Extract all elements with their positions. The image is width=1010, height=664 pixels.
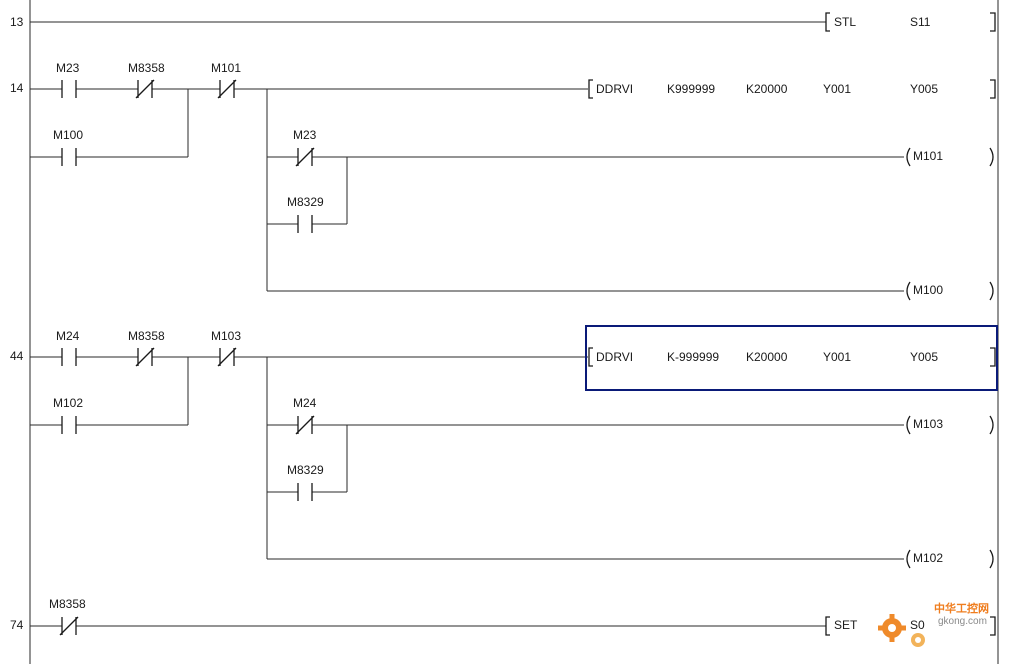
- rung-44[interactable]: 44 M24 M8358 M103 M102 DDRVI: [10, 325, 998, 569]
- watermark-en: gkong.com: [938, 616, 987, 627]
- contact-nc-m23[interactable]: M23: [293, 128, 317, 167]
- contact-nc-m101[interactable]: M101: [211, 61, 241, 99]
- instruction-operand: S0: [910, 618, 925, 632]
- contact-no-m100[interactable]: M100: [53, 128, 83, 166]
- contact-no-m23[interactable]: M23: [56, 61, 80, 98]
- instruction-operand: S11: [910, 15, 931, 29]
- coil-m101[interactable]: M101: [906, 147, 994, 167]
- contact-label: M8358: [128, 61, 165, 75]
- contact-label: M103: [211, 329, 241, 343]
- instruction-set[interactable]: SET S0: [825, 616, 996, 636]
- contact-no-m8329[interactable]: M8329: [287, 463, 324, 501]
- contact-label: M8329: [287, 463, 324, 477]
- contact-nc-m24[interactable]: M24: [293, 396, 317, 435]
- instruction-operand: Y001: [823, 350, 851, 364]
- coil-label: M102: [913, 551, 943, 565]
- contact-label: M100: [53, 128, 83, 142]
- coil-label: M103: [913, 417, 943, 431]
- rung-14[interactable]: 14 M23 M8358 M101 M100: [10, 61, 996, 301]
- selection-cursor: [585, 325, 998, 391]
- contact-label: M8358: [49, 597, 86, 611]
- contact-label: M8358: [128, 329, 165, 343]
- contact-label: M23: [293, 128, 317, 142]
- instruction-ddrvi[interactable]: DDRVI K999999 K20000 Y001 Y005: [588, 79, 996, 99]
- gear-icon: [878, 614, 906, 642]
- instruction-ddrvi-selected[interactable]: DDRVI K-999999 K20000 Y001 Y005: [585, 325, 998, 391]
- instruction-name: DDRVI: [596, 82, 633, 96]
- instruction-operand: K-999999: [667, 350, 719, 364]
- coil-m100[interactable]: M100: [906, 281, 994, 301]
- contact-no-m8329[interactable]: M8329: [287, 195, 324, 233]
- contact-nc-m8358[interactable]: M8358: [128, 329, 165, 367]
- contact-no-m24[interactable]: M24: [56, 329, 80, 366]
- contact-label: M23: [56, 61, 80, 75]
- contact-no-m102[interactable]: M102: [53, 396, 83, 434]
- contact-label: M101: [211, 61, 241, 75]
- coil-m102[interactable]: M102: [906, 549, 994, 569]
- watermark: 中华工控网 gkong.com: [878, 600, 998, 640]
- rung-74[interactable]: 74 M8358 SET S0: [10, 597, 996, 636]
- contact-label: M24: [56, 329, 80, 343]
- instruction-name: DDRVI: [596, 350, 633, 364]
- contact-nc-m8358[interactable]: M8358: [49, 597, 86, 636]
- instruction-operand: Y001: [823, 82, 851, 96]
- step-number: 13: [10, 15, 24, 29]
- contact-label: M8329: [287, 195, 324, 209]
- instruction-stl: STL: [834, 15, 856, 29]
- instruction-operand: Y005: [910, 82, 938, 96]
- rung-13[interactable]: 13 STL S11: [10, 12, 996, 32]
- instruction-operand: K999999: [667, 82, 715, 96]
- contact-nc-m103[interactable]: M103: [211, 329, 241, 367]
- instruction-operand: K20000: [746, 82, 788, 96]
- coil-m103[interactable]: M103: [906, 415, 994, 435]
- coil-label: M101: [913, 149, 943, 163]
- contact-label: M24: [293, 396, 317, 410]
- step-number: 44: [10, 349, 24, 363]
- step-number: 74: [10, 618, 24, 632]
- watermark-cn: 中华工控网: [934, 602, 989, 615]
- gear-icon: [911, 633, 925, 647]
- step-number: 14: [10, 81, 24, 95]
- instruction-operand: K20000: [746, 350, 788, 364]
- contact-nc-m8358[interactable]: M8358: [128, 61, 165, 99]
- coil-label: M100: [913, 283, 943, 297]
- instruction-name: SET: [834, 618, 858, 632]
- contact-label: M102: [53, 396, 83, 410]
- instruction-operand: Y005: [910, 350, 938, 364]
